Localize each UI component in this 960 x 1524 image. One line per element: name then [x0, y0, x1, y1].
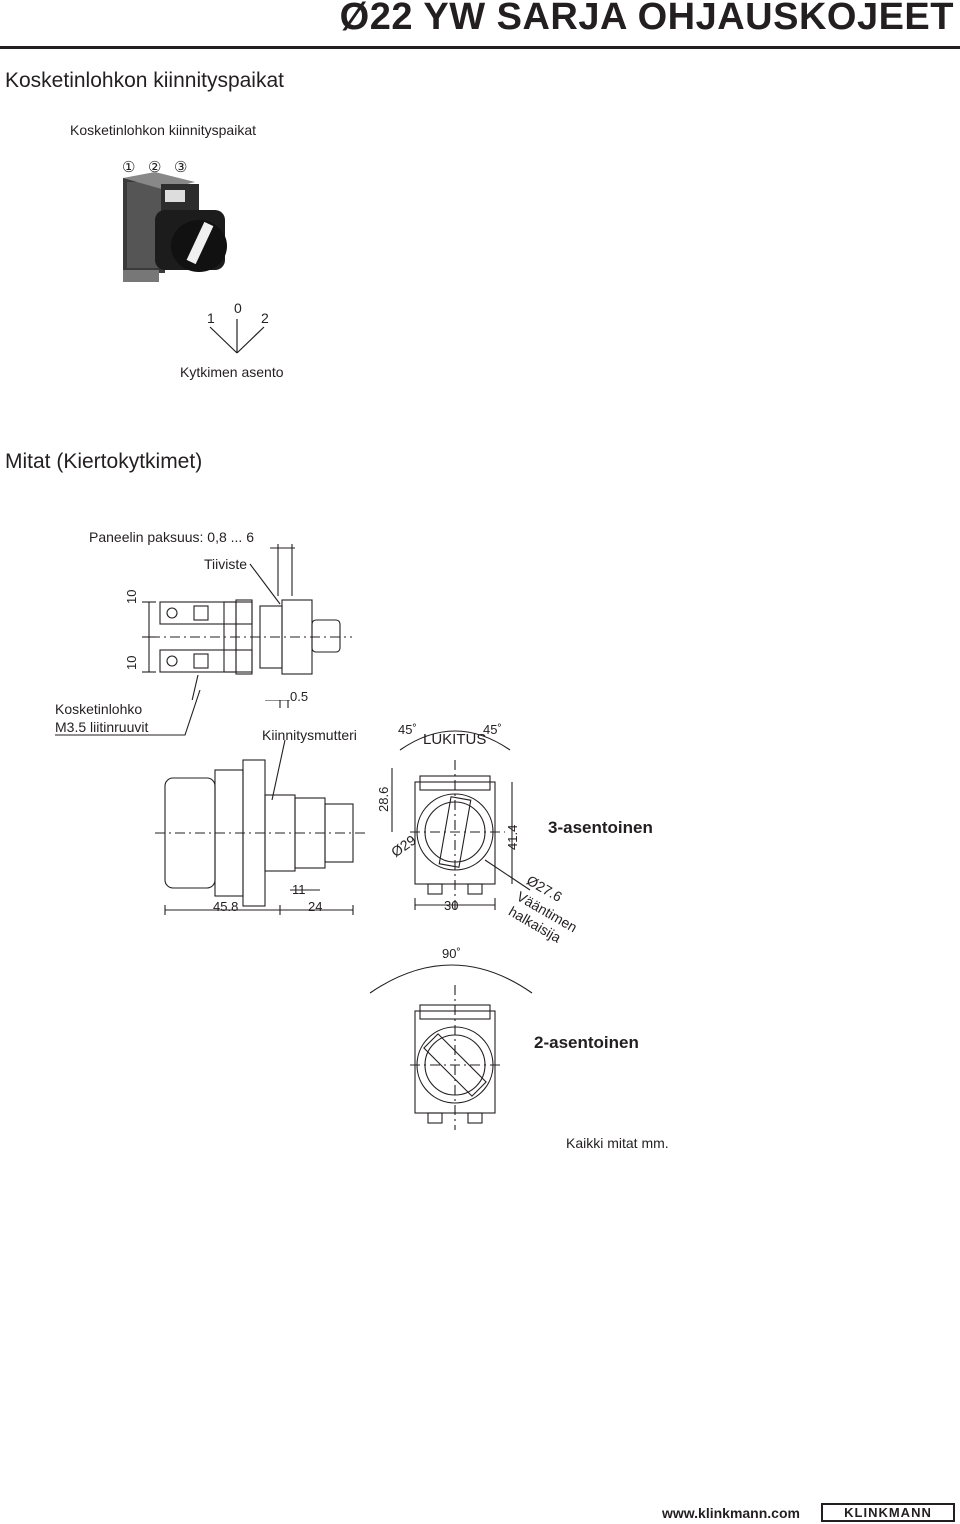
dim-45-8: 45.8: [213, 899, 239, 914]
switch-position-caption: Kytkimen asento: [180, 364, 284, 380]
slot-markers: ① ② ③: [122, 158, 187, 176]
position-1-label: 1: [207, 310, 215, 326]
locking-label: LUKITUS: [423, 731, 487, 748]
klinkmann-logo: KLINKMANN: [821, 1503, 955, 1522]
position-0-label: 0: [234, 300, 242, 316]
contact-positions-caption: Kosketinlohkon kiinnityspaikat: [70, 122, 256, 138]
section-heading-contact-positions: Kosketinlohkon kiinnityspaikat: [5, 69, 284, 92]
terminal-screws-label: M3.5 liitinruuvit: [55, 719, 149, 735]
contact-block-leader: [55, 690, 201, 736]
switch-position-diagram: [209, 319, 265, 354]
dim-10-bottom: 10: [124, 655, 139, 670]
title-divider: [0, 46, 960, 49]
mounting-nut-label: Kiinnitysmutteri: [262, 727, 357, 743]
page-title: Ø22 YW SARJA OHJAUSKOJEET: [339, 0, 954, 38]
logo-text: KLINKMANN: [844, 1505, 932, 1520]
side-view-drawing: [142, 544, 352, 700]
two-position-label: 2-asentoinen: [534, 1033, 639, 1052]
section-heading-dimensions: Mitat (Kiertokytkimet): [5, 450, 203, 473]
website-link[interactable]: www.klinkmann.com: [662, 1505, 800, 1521]
dim-11: 11: [292, 882, 306, 897]
dim-30: 30: [444, 898, 459, 913]
angle-45-left: 45˚: [398, 722, 417, 737]
dim-24: 24: [308, 899, 323, 914]
angle-45-right: 45˚: [483, 722, 502, 737]
three-position-front-view: [391, 730, 531, 910]
dim-41-4: 41.4: [505, 824, 520, 850]
slot-marker-2: ②: [147, 159, 162, 176]
contact-block-label: Kosketinlohko: [55, 701, 143, 717]
dim-0-5: 0.5: [290, 689, 309, 704]
units-note: Kaikki mitat mm.: [566, 1135, 669, 1151]
gasket-label: Tiiviste: [204, 556, 248, 572]
dim-10-top: 10: [124, 589, 139, 604]
selector-switch-photo: [123, 172, 227, 282]
two-position-front-view: [369, 964, 533, 1130]
slot-marker-3: ③: [173, 159, 188, 176]
slot-marker-1: ①: [122, 159, 136, 176]
dim-28-6: 28.6: [376, 786, 391, 812]
angle-90: 90˚: [442, 946, 461, 961]
position-2-label: 2: [261, 310, 269, 326]
assembly-side-drawing: [155, 700, 365, 915]
panel-thickness-label: Paneelin paksuus: 0,8 ... 6: [89, 529, 254, 545]
three-position-label: 3-asentoinen: [548, 818, 653, 837]
